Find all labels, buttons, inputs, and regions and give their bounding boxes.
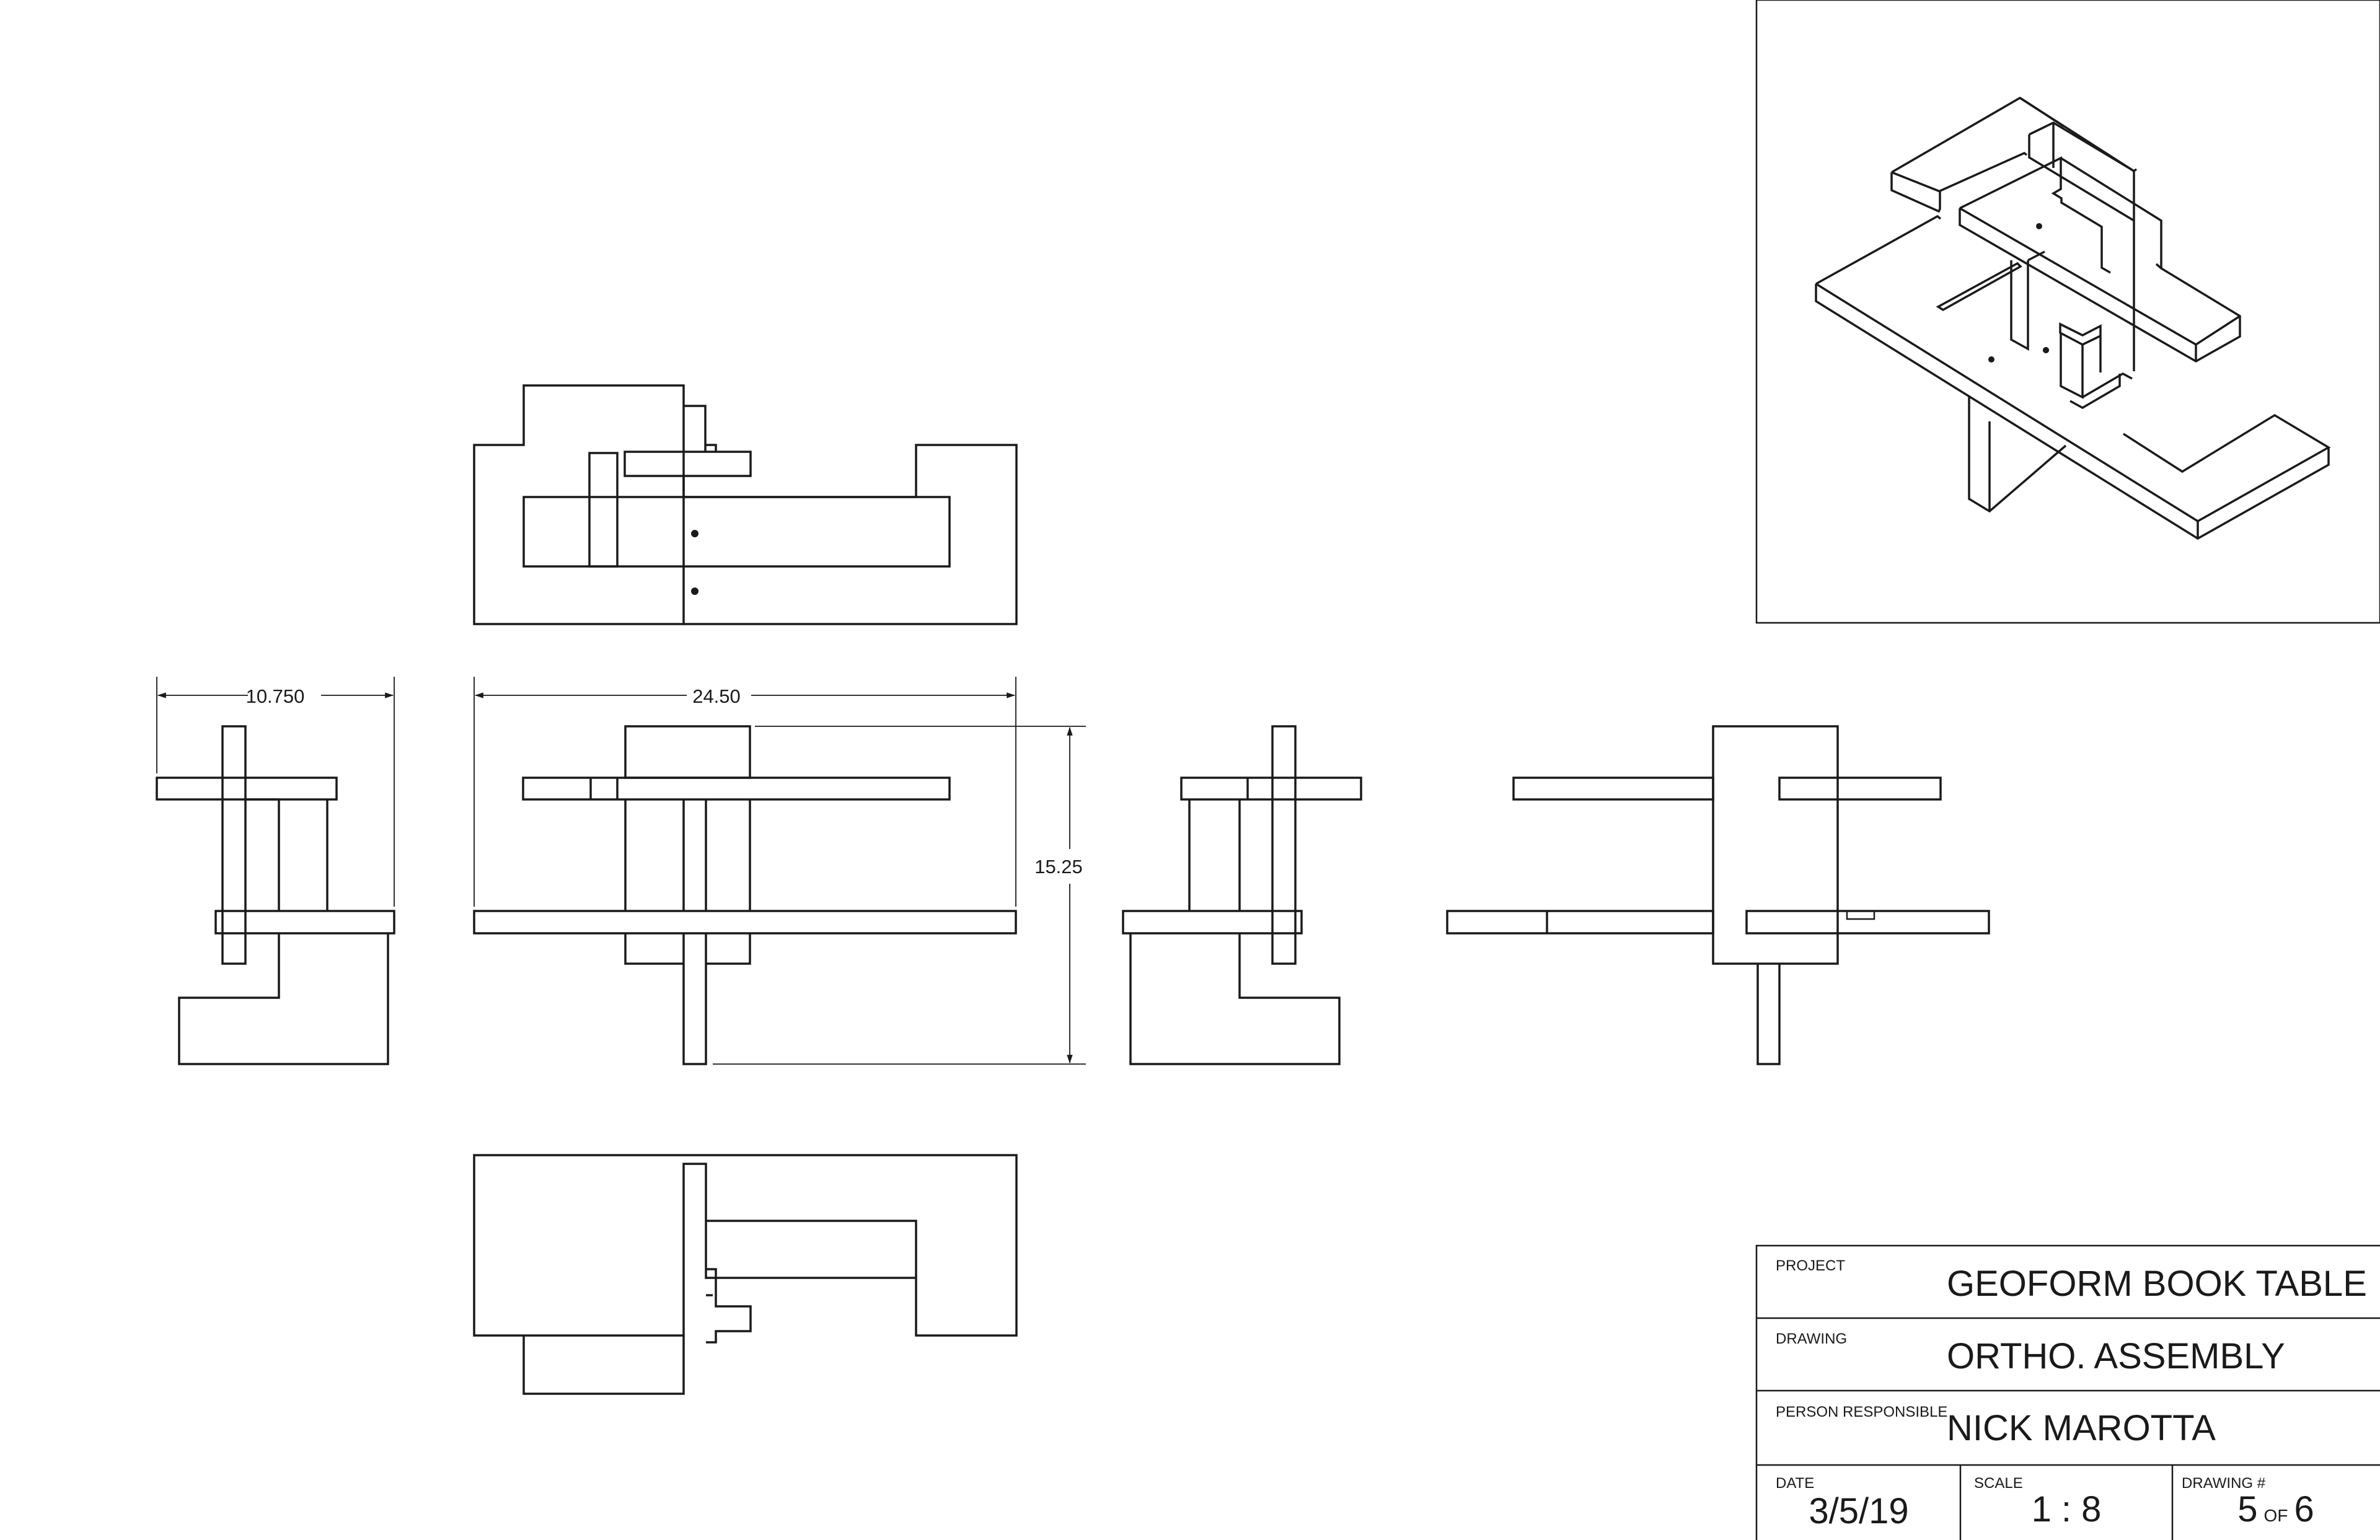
top-view [473, 384, 1018, 625]
person-value: NICK MAROTTA [1947, 1408, 2216, 1448]
scale-label: SCALE [1974, 1475, 2023, 1492]
project-label: PROJECT [1776, 1257, 1845, 1274]
drawing-value: ORTHO. ASSEMBLY [1947, 1336, 2285, 1376]
dimension-height: 15.25 [713, 726, 1086, 1065]
drawing-number-of: OF [2264, 1506, 2288, 1525]
date-label: DATE [1776, 1475, 1814, 1492]
drawing-number-value: 5 OF 6 [2237, 1489, 2314, 1529]
person-label: PERSON RESPONSIBLE [1776, 1404, 1947, 1420]
drawing-label: DRAWING [1776, 1331, 1847, 1347]
hole-marker [1988, 356, 1994, 363]
drawing-number-label: DRAWING # [2182, 1475, 2266, 1492]
front-view [473, 725, 1017, 1065]
dimension-front-width: 24.50 [474, 677, 1016, 907]
hole-marker [691, 587, 699, 595]
back-view [1446, 725, 1990, 1065]
bottom-view [473, 1154, 1018, 1395]
isometric-frame [1755, 0, 2380, 624]
left-side-view [156, 725, 395, 1065]
dimension-label-height: 15.25 [1034, 856, 1083, 878]
isometric-view [1755, 0, 2380, 624]
hole-marker [2043, 347, 2049, 353]
hole-marker [2036, 223, 2042, 229]
dimension-label-front-width: 24.50 [692, 685, 741, 707]
project-value: GEOFORM BOOK TABLE [1947, 1264, 2367, 1304]
scale-value: 1 : 8 [2032, 1489, 2102, 1529]
date-value: 3/5/19 [1809, 1491, 1908, 1531]
drawing-number: 5 [2237, 1489, 2257, 1529]
title-block: PROJECT GEOFORM BOOK TABLE DRAWING ORTHO… [1755, 1244, 2380, 1540]
drawing-number-total: 6 [2294, 1489, 2314, 1529]
dimension-side-width: 10.750 [156, 677, 395, 907]
dimension-label-side-width: 10.750 [246, 685, 305, 707]
right-side-view [1122, 725, 1362, 1065]
hole-marker [691, 530, 699, 537]
